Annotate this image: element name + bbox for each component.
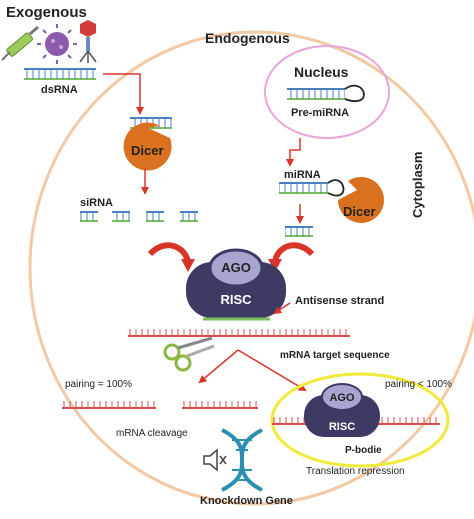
label-exogenous: Exogenous [6,4,87,21]
label-endogenous: Endogenous [205,30,290,46]
label-cytoplasm: Cytoplasm [410,152,425,218]
dna-helix-icon [221,428,263,492]
target-mrna [128,329,350,337]
label-antisense-strand: Antisense strand [295,295,384,307]
label-nucleus: Nucleus [294,64,349,80]
curved-arrow-left [147,242,191,263]
label-risc: RISC [220,292,252,307]
label-mrna-target-sequence: mRNA target sequence [280,350,390,361]
p-body [270,372,450,468]
label-risc-small: RISC [329,421,355,433]
cleaved-mrna-left [62,401,156,409]
pre-mirna-hairpin [287,84,365,102]
arrow-nucleus-to-mirna [286,138,301,167]
label-pairing-eq: pairing = 100% [65,379,132,390]
dicer-right [338,176,385,223]
curved-arrow-right [272,242,315,263]
arrow-dsrna-to-dicer [103,73,144,115]
arrow-to-antisense [273,302,291,315]
dicer-left [123,122,172,171]
label-mirna: miRNA [284,169,321,181]
syringe-icon [1,25,39,61]
label-dicer-left: Dicer [131,143,164,158]
label-mrna-cleavage: mRNA cleavage [116,428,188,439]
label-pre-mirna: Pre-miRNA [291,107,349,119]
label-p-bodie: P-bodie [345,445,382,456]
label-translation-repression: Translation repression [306,466,405,477]
mirna-hairpin [279,179,345,197]
risc-complex [186,248,286,318]
label-sirna: siRNA [80,197,113,209]
sirna-fragments [80,211,198,222]
arrow-to-repression [237,349,307,392]
label-ago: AGO [221,260,251,275]
arrow-to-cleavage [198,349,239,384]
bacteriophage-icon [79,20,97,63]
label-ago-small: AGO [329,392,355,404]
nucleus [264,45,390,139]
virus-icon [37,24,77,64]
cleaved-mrna-right [182,401,258,409]
risc-complex-small [304,383,380,437]
label-pairing-lt: pairing < 100% [385,379,452,390]
scissors-icon [163,336,215,372]
mirna-duplex [285,226,313,237]
label-knockdown-gene: Knockdown Gene [200,495,293,507]
label-dicer-right: Dicer [343,204,376,219]
dsrna-strand [24,68,96,80]
cell-membrane [28,30,474,506]
speaker-muted-icon [203,448,227,472]
label-dsrna: dsRNA [41,84,78,96]
